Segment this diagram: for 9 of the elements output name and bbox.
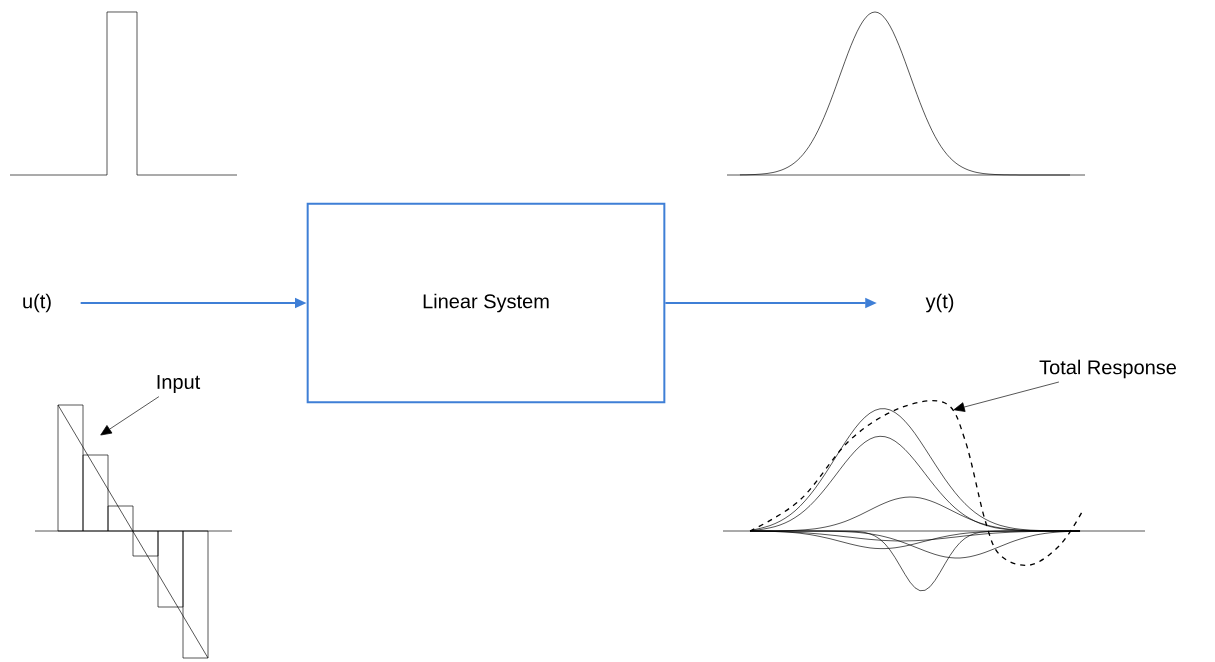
callout-label: Total Response	[1039, 359, 1176, 379]
signal-label: u(t)	[23, 293, 51, 313]
leader-line	[100, 396, 160, 436]
signal-label: y(t)	[925, 293, 954, 313]
leader-line	[953, 381, 1060, 412]
callout-label: Input	[157, 375, 201, 393]
total-response-curve	[749, 399, 1083, 567]
input-line	[57, 404, 209, 659]
system-box: Linear System	[306, 202, 666, 404]
